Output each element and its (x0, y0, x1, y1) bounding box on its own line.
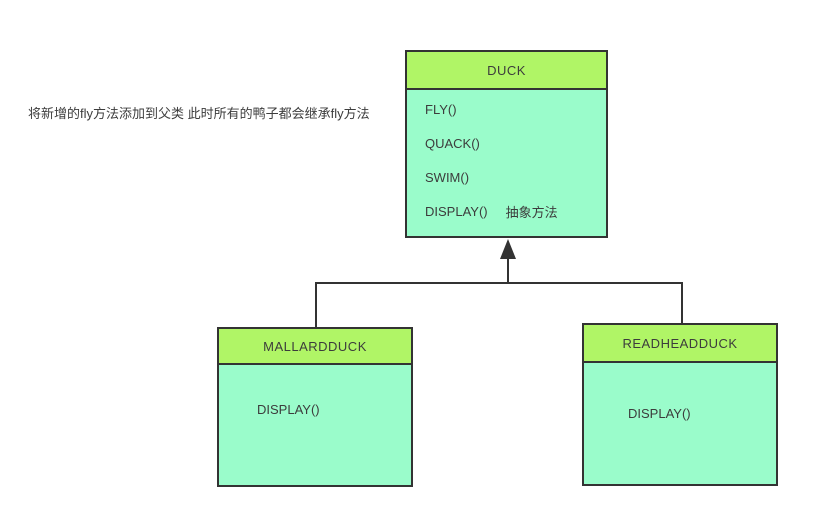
method-label-quack: QUACK() (425, 135, 480, 151)
class-body-duck: FLY() QUACK() SWIM() DISPLAY() 抽象方法 (407, 90, 606, 228)
class-box-mallardduck[interactable]: MALLARDDUCK DISPLAY() (217, 327, 413, 487)
class-body-readheadduck: DISPLAY() (584, 363, 776, 425)
method-label-display: DISPLAY() (628, 405, 691, 421)
method-row: FLY() (425, 92, 606, 126)
method-row: QUACK() (425, 126, 606, 160)
method-row: DISPLAY() 抽象方法 (425, 194, 606, 228)
inheritance-arrowhead[interactable] (500, 239, 516, 259)
annotation-text[interactable]: 将新增的fly方法添加到父类 此时所有的鸭子都会继承fly方法 (28, 106, 370, 121)
method-label-fly: FLY() (425, 101, 457, 117)
method-row: SWIM() (425, 160, 606, 194)
class-header-mallardduck: MALLARDDUCK (219, 329, 411, 365)
class-name-mallardduck: MALLARDDUCK (263, 338, 367, 354)
class-name-duck: DUCK (487, 62, 526, 78)
class-box-readheadduck[interactable]: READHEADDUCK DISPLAY() (582, 323, 778, 486)
method-row: DISPLAY() (628, 401, 776, 425)
method-label-display: DISPLAY() (425, 203, 488, 219)
method-label-display: DISPLAY() (257, 401, 320, 417)
class-header-duck: DUCK (407, 52, 606, 90)
class-box-duck[interactable]: DUCK FLY() QUACK() SWIM() DISPLAY() 抽象方法 (405, 50, 608, 238)
abstract-method-note: 抽象方法 (505, 204, 558, 220)
class-header-readheadduck: READHEADDUCK (584, 325, 776, 363)
method-row: DISPLAY() (257, 397, 411, 421)
class-name-readheadduck: READHEADDUCK (622, 335, 738, 351)
class-body-mallardduck: DISPLAY() (219, 365, 411, 421)
method-label-swim: SWIM() (425, 169, 470, 185)
